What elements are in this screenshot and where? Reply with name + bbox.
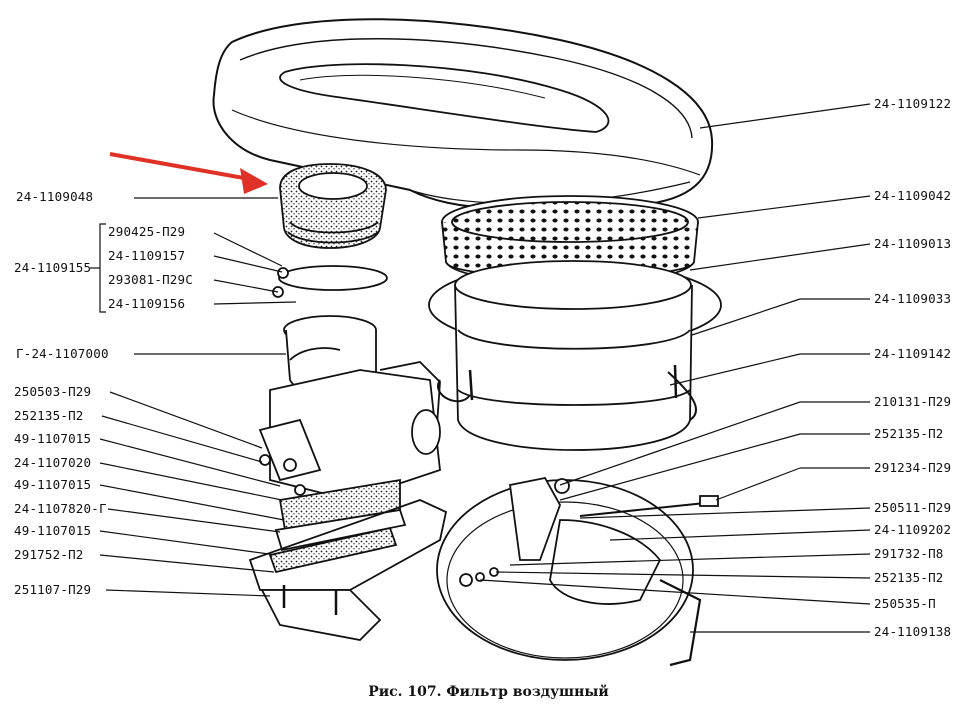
part-label: 291234-П29 xyxy=(874,460,952,475)
part-label: 24-1109048 xyxy=(16,189,94,204)
part-label: 250535-П xyxy=(874,596,936,611)
part-label: 24-1109122 xyxy=(874,96,952,111)
filter-element xyxy=(441,195,699,284)
part-label: 49-1107015 xyxy=(14,523,92,538)
part-label: 24-1109142 xyxy=(874,346,952,361)
part-label: 24-1109138 xyxy=(874,624,952,639)
figure-caption: Рис. 107. Фильтр воздушный xyxy=(368,684,609,700)
part-label: 210131-П29 xyxy=(874,394,952,409)
part-label: 24-1109013 xyxy=(874,236,952,251)
part-label: 24-1109157 xyxy=(108,248,186,263)
part-label: 24-1107020 xyxy=(14,455,92,470)
part-label: Г-24-1107000 xyxy=(16,346,109,361)
sealing-ring-part xyxy=(279,163,387,249)
leader-lines-left xyxy=(90,197,297,597)
filter-base-tray xyxy=(436,476,719,667)
part-label: 24-1109202 xyxy=(874,522,952,537)
part-label: 49-1107015 xyxy=(14,477,92,492)
part-label: 251107-П29 xyxy=(14,582,92,597)
part-label: 252135-П2 xyxy=(874,570,944,585)
leader-lines-right xyxy=(479,103,871,633)
filter-cover-lid xyxy=(212,18,714,210)
part-label: 49-1107015 xyxy=(14,431,92,446)
part-label: 24-1109155 xyxy=(14,260,92,275)
part-label: 291752-П2 xyxy=(14,547,84,562)
part-label: 24-1107820-Г xyxy=(14,501,107,516)
part-label: 293081-П29С xyxy=(108,272,193,287)
part-label: 250503-П29 xyxy=(14,384,92,399)
part-label: 250511-П29 xyxy=(874,500,952,515)
red-pointer-arrow xyxy=(109,152,268,194)
part-label: 290425-П29 xyxy=(108,224,186,239)
part-label: 252135-П2 xyxy=(14,408,84,423)
carburetor-assembly xyxy=(248,265,448,641)
part-label: 24-1109033 xyxy=(874,291,952,306)
part-label: 252135-П2 xyxy=(874,426,944,441)
part-label: 291732-П8 xyxy=(874,546,944,561)
filter-housing xyxy=(428,260,722,451)
part-label: 24-1109042 xyxy=(874,188,952,203)
part-label: 24-1109156 xyxy=(108,296,186,311)
